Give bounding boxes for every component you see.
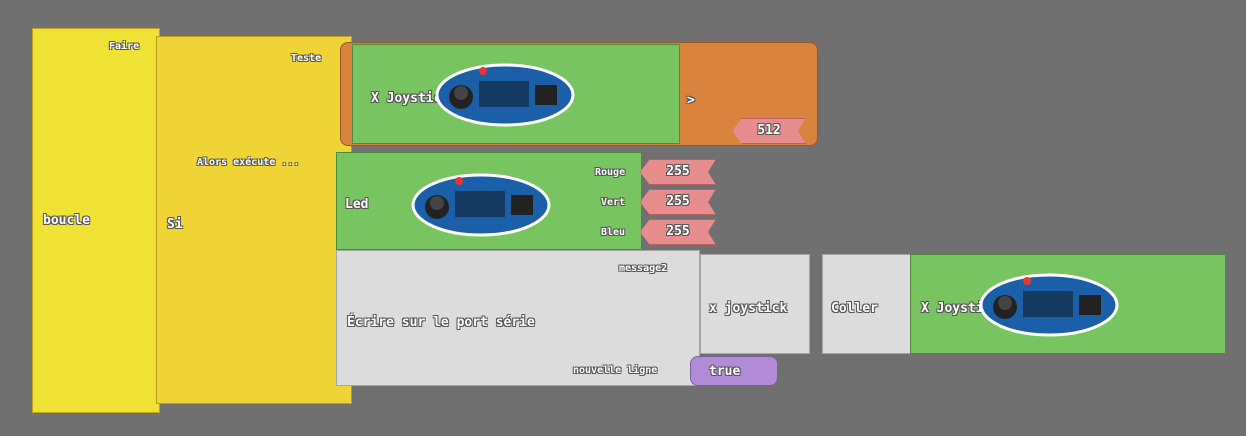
led-label: Led [345,197,369,212]
led-rouge-value[interactable]: 255 [640,159,716,185]
compare-joystick-block[interactable]: X Joystick [352,44,680,144]
compare-operator: > [687,93,695,108]
if-then-label: Alors exécute ... [197,157,300,168]
esplora-board-icon [979,273,1119,337]
if-label: Si [167,217,183,232]
loop-label: boucle [43,213,90,228]
serial-message-label: message2 [619,263,668,274]
led-rouge-label: Rouge [595,167,626,178]
text-block[interactable]: x joystick [700,254,810,354]
loop-do-label: Faire [109,41,140,52]
led-bleu-label: Bleu [601,227,626,238]
led-block[interactable]: Led Rouge Vert Bleu [336,152,642,250]
led-vert-label: Vert [601,197,626,208]
compare-value[interactable]: 512 [732,118,806,144]
text-block-value: x joystick [709,301,788,316]
if-test-label: Teste [291,53,322,64]
concat-label: Coller [831,301,878,316]
serial-label: Écrire sur le port série [347,315,535,330]
serial-newline-value[interactable]: true [690,356,778,386]
esplora-board-icon [435,63,575,127]
if-block[interactable]: Teste Si Alors exécute ... [156,36,352,404]
concat-joystick-block[interactable]: X Joystick [910,254,1226,354]
concat-block[interactable]: Coller [822,254,912,354]
led-vert-value[interactable]: 255 [640,189,716,215]
serial-write-block[interactable]: message2 Écrire sur le port série nouvel… [336,250,700,386]
compare-joystick-label: X Joystick [371,91,450,106]
serial-newline-label: nouvelle ligne [573,365,658,376]
loop-block[interactable]: Faire boucle [32,28,160,413]
esplora-board-icon [411,173,551,237]
led-bleu-value[interactable]: 255 [640,219,716,245]
